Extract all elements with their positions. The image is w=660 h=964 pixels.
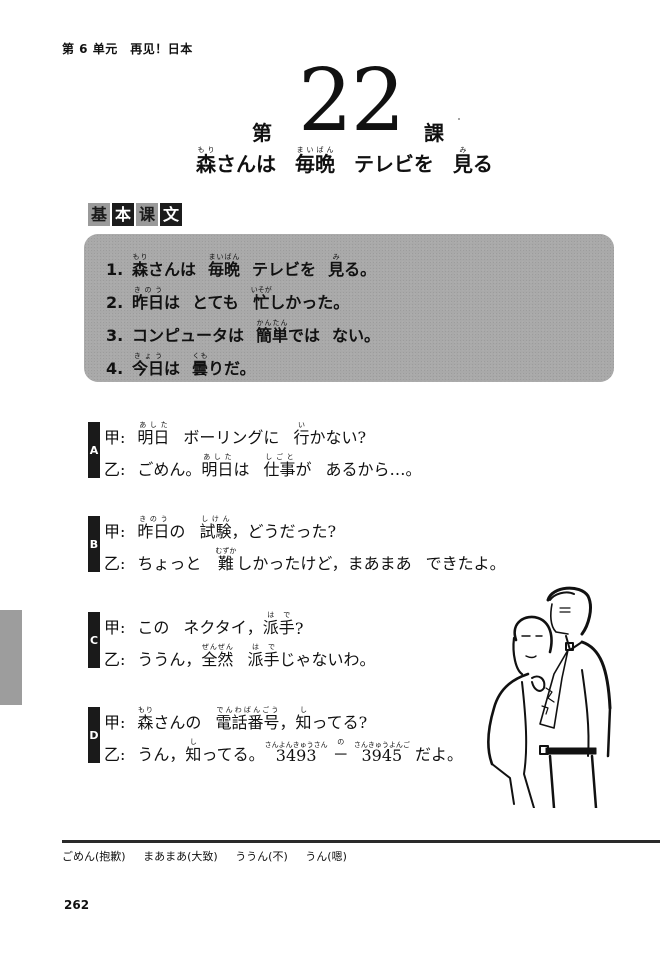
basic-sentence: 4. 今日きょうは 曇くもりだ。 [106, 352, 256, 378]
dialog-a: A 甲: 明日あした ボーリングに 行いかない? 乙: ごめん。 明日あしたは … [88, 418, 568, 480]
dialog-line: 乙: ごめん。 明日あしたは 仕事しごとが あるから…。 [104, 453, 422, 479]
lesson-number: 22 [298, 51, 405, 151]
side-thumb-tab [0, 610, 22, 705]
label-char: 课 [136, 203, 158, 226]
subtitle-segment: 毎晩まいばん [294, 146, 335, 176]
dialog-line: 甲: 森もりさんの 電話番号でんわばんごう， 知しってる? [104, 706, 368, 732]
basic-sentences-box: 1. 森もりさんは 毎晩まいばん テレビを 見みる。 2. 昨日きのうは とても… [84, 234, 614, 382]
dialog-tag: A [88, 422, 100, 478]
dialog-line: 乙: ううん， 全然ぜんぜん 派手はでじゃないわ。 [104, 643, 376, 669]
subtitle-segment: テレビを [353, 152, 434, 176]
dialog-tag: B [88, 516, 100, 572]
dialog-c: C 甲: この ネクタイ， 派手はで? 乙: ううん， 全然ぜんぜん 派手はでじ… [88, 608, 568, 670]
vocab-item: まあまあ(大致) [143, 850, 218, 863]
basic-sentence: 3. コンピュータは 簡単かんたんでは ない。 [106, 319, 381, 345]
vocab-notes: ごめん(抱歉) まあまあ(大致) ううん(不) うん(嗯) [62, 848, 361, 864]
dialog-b: B 甲: 昨日きのうの 試験しけん，どうだった? 乙: ちょっと 難むずかしかっ… [88, 512, 568, 574]
basic-text-label: 基 本 课 文 [88, 203, 184, 226]
page-number: 262 [64, 898, 90, 912]
basic-sentence: 1. 森もりさんは 毎晩まいばん テレビを 見みる。 [106, 253, 377, 279]
dialog-line: 甲: この ネクタイ， 派手はで? [104, 611, 304, 638]
dialog-line: 乙: うん， 知しってる。 3493さんよんきゅうさん －の 3945さんきゅう… [104, 738, 463, 765]
decorative-dot [458, 118, 460, 120]
label-char: 本 [112, 203, 134, 226]
section-divider [62, 840, 660, 843]
lesson-prefix: 第 [252, 121, 272, 145]
dialog-tag: D [88, 707, 100, 763]
dialog-line: 甲: 昨日きのうの 試験しけん，どうだった? [104, 515, 337, 541]
unit-header: 第 6 单元 再见！日本 [62, 42, 193, 56]
dialog-d: D 甲: 森もりさんの 電話番号でんわばんごう， 知しってる? 乙: うん， 知… [88, 703, 568, 765]
lesson-suffix: 課 [424, 121, 444, 145]
vocab-item: ううん(不) [235, 850, 288, 863]
label-char: 文 [160, 203, 182, 226]
dialog-line: 乙: ちょっと 難むずかしかったけど，まあまあ できたよ。 [104, 547, 506, 573]
vocab-item: うん(嗯) [305, 850, 347, 863]
lesson-subtitle: 森もりさんは 毎晩まいばん テレビを 見みる [196, 146, 505, 177]
basic-sentence: 2. 昨日きのうは とても 忙いそがしかった。 [106, 286, 350, 312]
vocab-item: ごめん(抱歉) [62, 850, 126, 863]
subtitle-segment: 森もりさんは [196, 146, 276, 176]
dialog-line: 甲: 明日あした ボーリングに 行いかない? [104, 421, 367, 447]
subtitle-segment: 見みる [452, 146, 493, 176]
couple-illustration-icon [487, 586, 612, 808]
label-char: 基 [88, 203, 110, 226]
dialog-tag: C [88, 612, 100, 668]
